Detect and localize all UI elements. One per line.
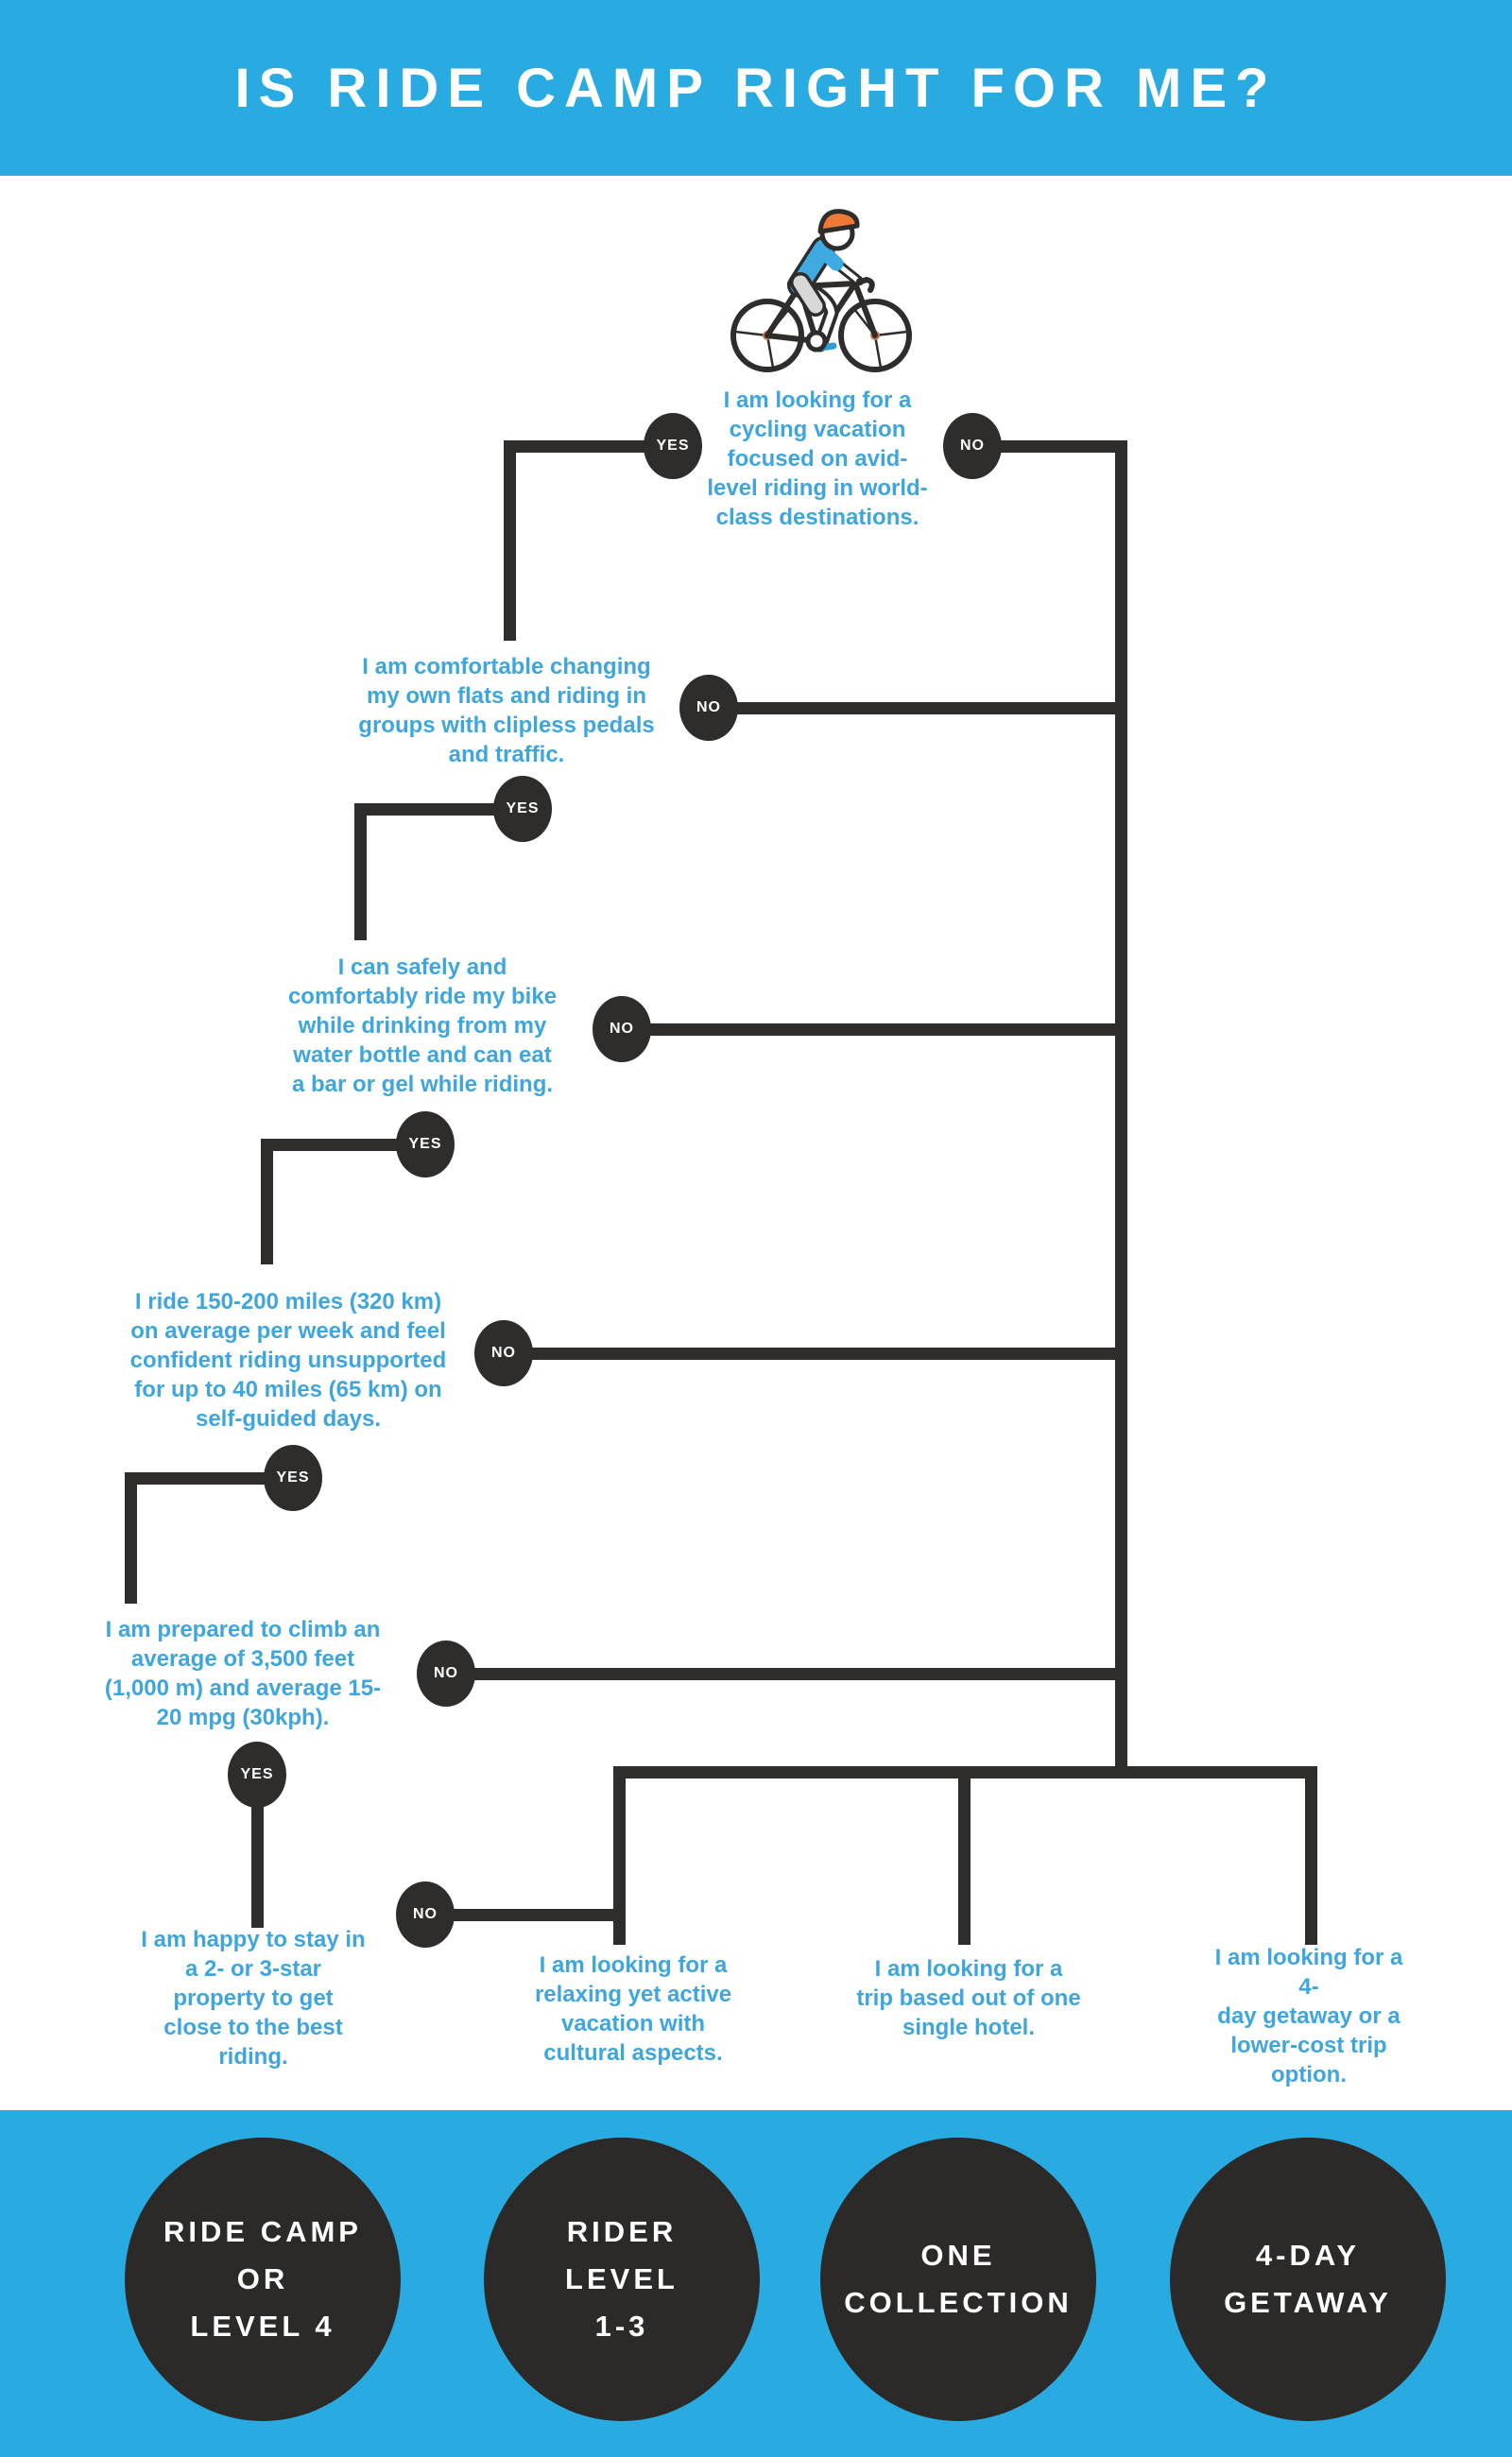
page-title: IS RIDE CAMP RIGHT FOR ME? [234,57,1278,119]
q6-no-node: NO [396,1881,455,1948]
question-4-text: I ride 150-200 miles (320 km) on average… [129,1289,447,1432]
cyclist-icon [730,209,912,372]
branch-note-relaxing-text: I am looking for a relaxing yet active v… [534,1952,732,2066]
outcome-ride-camp-or-level-4: RIDE CAMP OR LEVEL 4 [125,2138,401,2421]
q5-yes-node: YES [228,1742,286,1808]
q2-no-connector-h [709,702,1127,714]
q1-no-connector-h [972,440,1127,453]
q4-yes-connector-v [125,1472,137,1604]
q4-no-connector-h [504,1348,1127,1360]
question-1-text: I am looking for a cycling vacation focu… [707,387,928,530]
outcome-4-day-getaway: 4-DAY GETAWAY [1170,2138,1446,2421]
q4-yes-connector-h [125,1472,293,1485]
question-3-text: I can safely and comfortably ride my bik… [287,954,558,1097]
q2-no-node: NO [679,675,738,741]
q5-yes-connector-v [251,1775,264,1928]
no-trunk-connector-v [1115,440,1127,1778]
outcome-one-collection: ONE COLLECTION [820,2138,1096,2421]
branch-drop-hotel-connector-v [958,1773,971,1945]
q3-yes-connector-h [261,1139,425,1151]
branch-note-hotel-text: I am looking for a trip based out of one… [856,1956,1081,2040]
branch-riser-connector-v [613,1766,626,1945]
branch-distributor-connector-h [613,1766,1317,1778]
q5-no-node: NO [417,1641,475,1707]
q4-no-node: NO [474,1320,533,1386]
q2-yes-connector-h [354,803,523,816]
q1-yes-connector-v [504,440,516,641]
question-2-text: I am comfortable changing my own flats a… [358,654,655,767]
question-5-text: I am prepared to climb an average of 3,5… [104,1617,382,1730]
q3-yes-node: YES [396,1111,455,1177]
q3-yes-connector-v [261,1139,273,1264]
q4-yes-node: YES [264,1445,322,1511]
branch-drop-getaway-connector-v [1305,1773,1317,1945]
header-band: IS RIDE CAMP RIGHT FOR ME? [0,0,1512,176]
q1-yes-node: YES [644,413,702,479]
q2-yes-node: YES [493,776,552,842]
q6-no-connector-h [425,1909,626,1921]
q1-yes-connector-h [504,440,674,453]
q3-no-node: NO [593,996,651,1062]
outcome-rider-level-1-3: RIDER LEVEL 1-3 [484,2138,760,2421]
branch-note-getaway-text: I am looking for a 4- day getaway or a l… [1214,1945,1403,2088]
q3-no-connector-h [622,1023,1127,1036]
question-6-text: I am happy to stay in a 2- or 3-star pro… [141,1927,366,2070]
q2-yes-connector-v [354,803,367,940]
q5-no-connector-h [446,1668,1127,1680]
q1-no-node: NO [943,413,1002,479]
